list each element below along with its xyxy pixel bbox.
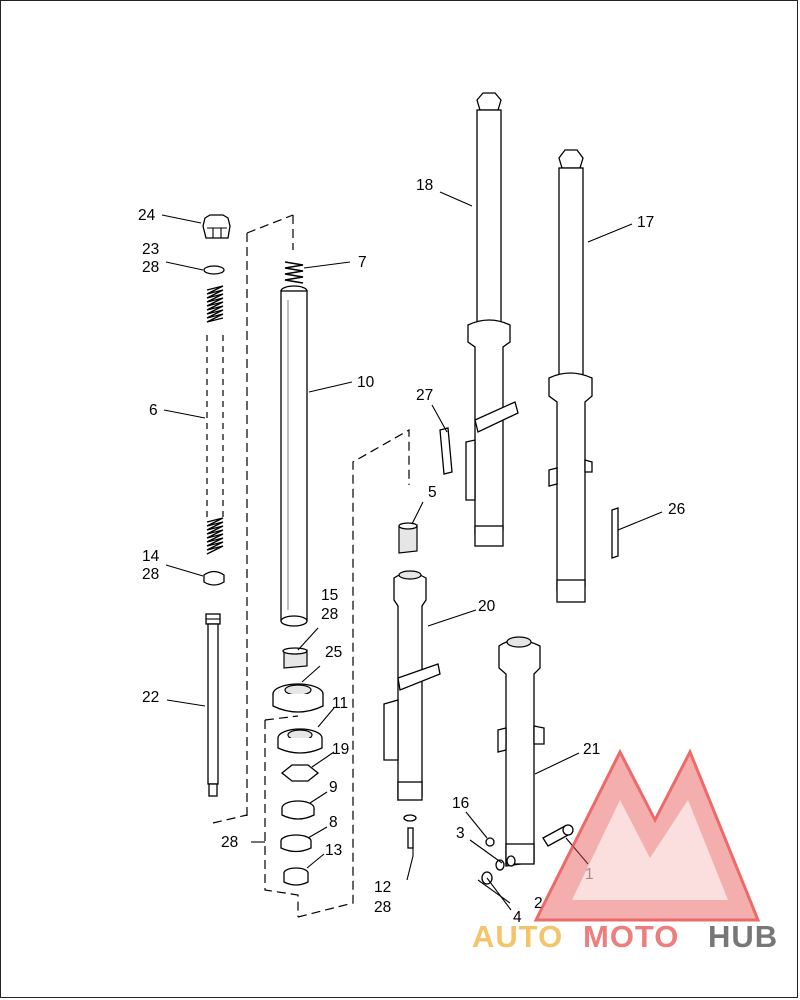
retaining-ring-part (203, 570, 225, 586)
callout-4: 4 (513, 909, 522, 926)
oil-seal-part (272, 683, 324, 713)
spacer-part (398, 522, 418, 554)
logo-triangle-icon (533, 748, 761, 922)
right-slider-part (497, 636, 545, 867)
callout-5: 5 (428, 484, 437, 501)
retaining-clip-part (280, 764, 320, 782)
callout-1: 1 (585, 866, 594, 883)
left-slider-part (383, 570, 441, 801)
spring-washer-part (281, 800, 315, 820)
callout-3: 3 (456, 825, 465, 842)
callout-21: 21 (583, 741, 600, 758)
washer-part (280, 834, 312, 853)
callout-13: 13 (325, 842, 342, 859)
callout-9: 9 (329, 779, 338, 796)
fork-spring-part (206, 285, 224, 555)
lower-bushing-part (283, 867, 309, 886)
damper-rod-part (205, 613, 221, 797)
callout-8: 8 (329, 814, 338, 831)
o-ring-part (203, 265, 225, 275)
callout-26: 26 (668, 501, 685, 518)
callout-labels: 24 23 28 6 14 28 22 7 10 5 15 28 25 11 1… (138, 177, 685, 926)
small-screw-part (485, 837, 495, 847)
callout-11: 11 (332, 695, 348, 712)
callout-7: 7 (358, 254, 367, 271)
kit-bracket-line (264, 720, 299, 917)
callout-25: 25 (325, 644, 342, 661)
automotohub-logo: AUTO MOTO HUB (472, 748, 778, 954)
callout-14: 14 (142, 548, 160, 565)
slider-bushing-part (282, 647, 308, 669)
leader-lines (161, 191, 663, 911)
logo-word-moto: MOTO (583, 919, 679, 954)
drain-screw-part (403, 814, 417, 849)
right-fork-assembly-part (548, 149, 593, 603)
callout-22: 22 (142, 689, 159, 706)
callout-2: 2 (534, 895, 543, 912)
callout-15: 15 (321, 587, 338, 604)
washer-2-part (506, 855, 516, 867)
left-fork-assembly-part (465, 92, 519, 547)
callout-14-28: 28 (142, 566, 159, 583)
callout-6: 6 (149, 402, 158, 419)
inner-fork-tube-part (280, 285, 308, 627)
seal-spacer-part (277, 728, 323, 754)
callout-28: 28 (221, 834, 238, 851)
callout-18: 18 (416, 177, 433, 194)
small-spring-part (284, 261, 304, 284)
callout-23-28: 28 (142, 259, 159, 276)
callout-15-28: 28 (321, 606, 338, 623)
assembly-guide-line (246, 214, 294, 820)
callout-19: 19 (332, 741, 349, 758)
callout-12-28: 28 (374, 899, 391, 916)
logo-word-auto: AUTO (472, 919, 563, 954)
fork-cap-part (202, 214, 231, 239)
callout-17: 17 (637, 214, 654, 231)
callout-16: 16 (452, 795, 469, 812)
logo-word-hub: HUB (708, 919, 778, 954)
callout-12: 12 (374, 879, 391, 896)
callout-24: 24 (138, 207, 156, 224)
callout-23: 23 (142, 241, 159, 258)
callout-10: 10 (357, 374, 375, 391)
callout-27: 27 (416, 387, 433, 404)
axle-screw-part (542, 824, 574, 847)
alignment-key-part (439, 427, 453, 475)
callout-20: 20 (478, 598, 496, 615)
brake-line-bracket-part (611, 507, 619, 559)
